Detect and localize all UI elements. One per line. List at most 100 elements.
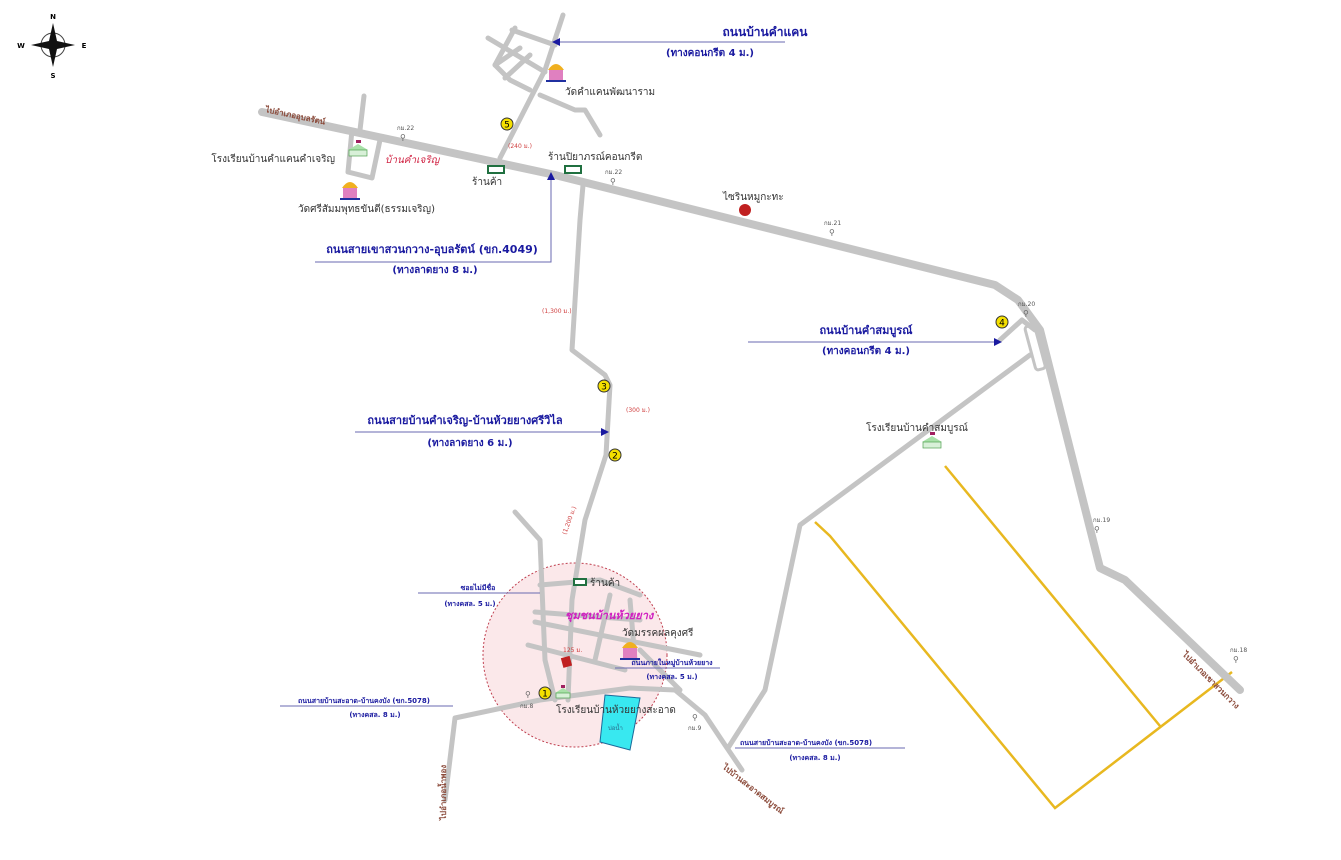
grid-road — [502, 52, 533, 81]
arrow-icon — [552, 38, 560, 46]
direction-sa-at: ไปบ้านสะอาดสมบูรณ์ — [719, 761, 786, 817]
distance-label: (1,300 ม.) — [542, 308, 572, 315]
km-marker: กม.18⚲ — [1230, 647, 1247, 664]
grid-road — [537, 92, 603, 138]
road-label-sa-at-left: ถนนสายบ้านสะอาด-บ้านคงบัง (ขก.5078) — [298, 696, 430, 705]
road-surface-soi: (ทางคสล. 5 ม.) — [444, 600, 495, 608]
shop2-label: ร้านค้า — [590, 577, 620, 589]
svg-text:⚲: ⚲ — [610, 177, 616, 186]
temple-icon — [340, 182, 360, 200]
wat-huaiyang-label: วัดมรรคผลคุงศรี — [622, 627, 694, 639]
shop-icon — [564, 165, 582, 174]
arrow-icon — [601, 428, 609, 436]
pond-label: บ่อน้ำ — [608, 722, 623, 732]
distance-label: 125 ม. — [563, 647, 582, 654]
temple-icon — [546, 64, 566, 82]
road-surface-khamsombun: (ทางคอนกรีต 4 ม.) — [822, 345, 910, 357]
village-road — [532, 609, 643, 623]
arrow-icon — [547, 172, 555, 180]
village-road — [592, 592, 613, 663]
field-boundary — [944, 465, 1161, 727]
svg-text:⚲: ⚲ — [692, 713, 698, 722]
grid-road — [492, 45, 523, 68]
road-surface-khaosuan: (ทางลาดยาง 8 ม.) — [392, 265, 477, 276]
svg-text:⚲: ⚲ — [525, 690, 531, 699]
svg-text:⚲: ⚲ — [400, 133, 406, 142]
shop-icon — [487, 165, 505, 174]
sa-at-road — [442, 685, 745, 803]
khamsombun-road — [725, 352, 1033, 751]
svg-text:กม.20: กม.20 — [1018, 301, 1035, 308]
svg-text:E: E — [82, 42, 87, 50]
km-marker: กม.9⚲ — [688, 713, 701, 732]
road-label-khamsombun: ถนนบ้านคำสมบูรณ์ — [820, 324, 914, 338]
waypoint-marker: 3 — [597, 379, 611, 393]
community-label: ชุมชนบ้านห้วยยาง — [565, 609, 655, 623]
grid-road — [485, 35, 548, 75]
grid-road — [492, 25, 533, 93]
km-marker: กม.21⚲ — [824, 220, 841, 237]
road-surface-sa-at-right: (ทางคสล. 8 ม.) — [789, 754, 840, 762]
svg-text:กม.8: กม.8 — [520, 703, 533, 710]
school-huaiyang-label: โรงเรียนบ้านห้วยยางสะอาด — [556, 703, 676, 716]
road-surface-khamkhaen: (ทางคอนกรีต 4 ม.) — [666, 47, 754, 59]
grid-road — [509, 27, 558, 48]
road-label-khamkhaen: ถนนบ้านคำแคน — [723, 25, 809, 39]
svg-text:5: 5 — [504, 121, 510, 131]
road-label-sa-at-right: ถนนสายบ้านสะอาด-บ้านคงบัง (ขก.5078) — [740, 738, 872, 747]
km-marker: กม.22⚲ — [397, 125, 414, 142]
road-label-inner: ถนนภายในหมู่บ้านห้วยยาง — [631, 658, 713, 668]
concrete-shop-label: ร้านปิยาภรณ์คอนกรีต — [548, 151, 642, 163]
shop-label: ร้านค้า — [472, 176, 502, 188]
highway-road — [258, 108, 1244, 694]
km-marker: กม.22⚲ — [605, 169, 622, 186]
km-marker: กม.19⚲ — [1093, 517, 1110, 534]
svg-text:กม.19: กม.19 — [1093, 517, 1110, 524]
distance-label: (240 ม.) — [508, 143, 532, 150]
road-surface-inner: (ทางคสล. 5 ม.) — [646, 673, 697, 681]
waypoint-marker: 5 — [500, 117, 514, 131]
shop-icon — [573, 578, 587, 586]
village-road — [525, 642, 628, 673]
village-khamcharoen-label: บ้านคำเจริญ — [385, 154, 441, 166]
wat-khamkhaen-label: วัดคำแคนพัฒนาราม — [565, 87, 655, 98]
village-road — [537, 577, 643, 598]
svg-text:W: W — [17, 42, 25, 50]
km-marker: กม.20⚲ — [1018, 301, 1035, 318]
svg-text:⚲: ⚲ — [1233, 655, 1239, 664]
svg-text:กม.21: กม.21 — [824, 220, 841, 227]
svg-text:⚲: ⚲ — [829, 228, 835, 237]
silo-label: ไซรินหมูกะทะ — [722, 191, 784, 203]
arrow-icon — [994, 338, 1002, 346]
field-boundary — [814, 521, 1233, 810]
road-surface-khamcharoen-huaiyang: (ทางลาดยาง 6 ม.) — [427, 438, 512, 449]
village-road — [532, 619, 703, 658]
school-icon — [555, 685, 571, 699]
svg-text:S: S — [50, 72, 55, 80]
waypoint-marker: 1 — [538, 686, 552, 700]
svg-text:1: 1 — [542, 690, 548, 700]
village-road — [512, 509, 558, 703]
road-surface-sa-at-left: (ทางคสล. 8 ม.) — [349, 711, 400, 719]
temple-icon — [620, 642, 640, 660]
svg-text:⚲: ⚲ — [1094, 525, 1100, 534]
direction-nampong: ไปอำเภอน้ำพอง — [437, 765, 448, 821]
road-label-soi: ซอยไม่มีชื่อ — [461, 582, 496, 592]
khamsombun-loop — [1023, 323, 1047, 372]
school-khamcharoen-label: โรงเรียนบ้านคำแคนคำเจริญ — [211, 152, 335, 165]
waypoint-marker: 4 — [995, 315, 1009, 329]
inner-village-road — [637, 647, 683, 693]
building-icon — [560, 655, 573, 668]
pond — [599, 694, 641, 751]
wat-sri-label: วัดศรีสัมมพุทธขันตี(ธรรมเจริญ) — [298, 203, 435, 215]
svg-text:2: 2 — [612, 452, 618, 462]
road-label-khaosuan: ถนนสายเขาสวนกวาง-อุบลรัตน์ (ขก.4049) — [326, 243, 538, 257]
svg-text:กม.18: กม.18 — [1230, 647, 1247, 654]
school-khamsombun-label: โรงเรียนบ้านคำสมบูรณ์ — [866, 421, 968, 434]
svg-text:N: N — [50, 13, 56, 21]
distance-label: (1,200 ม.) — [561, 505, 578, 535]
svg-text:กม.22: กม.22 — [605, 169, 622, 176]
compass-rose: N S E W — [17, 13, 86, 80]
silo-icon — [739, 204, 751, 216]
